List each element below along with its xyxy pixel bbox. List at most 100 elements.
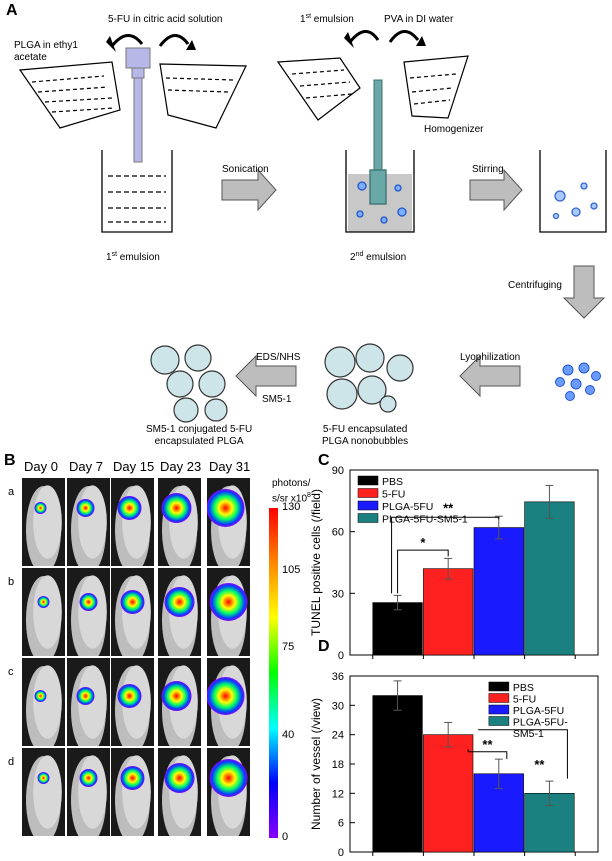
y-axis-label: Number of vessel (/view) <box>309 698 323 830</box>
colorbar <box>269 508 278 838</box>
row-label: c <box>8 666 14 678</box>
legend-label: SM5-1 <box>513 728 544 740</box>
y-tick-label: 6 <box>338 818 344 830</box>
tumor-signal <box>161 493 192 523</box>
colorbar-tick-label: 75 <box>282 640 295 653</box>
mouse-image <box>207 568 250 656</box>
tumor-signal <box>164 763 195 793</box>
homogenizer-label: Homogenizer <box>424 124 484 135</box>
pva-label: PVA in DI water <box>384 14 454 25</box>
eds-label: EDS/NHS <box>256 352 301 363</box>
y-tick-label: 90 <box>332 465 344 477</box>
day-label: Day 0 <box>24 459 58 474</box>
mouse-image <box>67 748 110 836</box>
y-tick-label: 30 <box>332 588 344 600</box>
panel-b-letter: B <box>4 452 16 469</box>
tumor-signal <box>79 593 98 611</box>
y-tick-label: 36 <box>332 671 344 683</box>
bar <box>372 695 423 853</box>
second-emulsion-beaker <box>345 150 415 233</box>
mouse-image <box>207 478 250 566</box>
legend-label: PLGA-5FU <box>382 501 433 513</box>
y-tick-label: 18 <box>332 759 344 771</box>
bar <box>372 602 423 656</box>
bar <box>423 734 474 853</box>
mouse-image <box>207 658 250 746</box>
tumor-signal <box>207 489 245 527</box>
y-tick-label: 0 <box>338 650 344 662</box>
colorbar-tick-label: 40 <box>282 729 295 742</box>
significance-mark: ** <box>534 757 545 772</box>
tumor-signal <box>207 677 245 715</box>
tumor-signal <box>164 587 195 617</box>
mouse-image <box>158 748 201 836</box>
sonication-arrow-icon <box>221 168 277 212</box>
day-label: Day 31 <box>209 459 251 474</box>
svg-text:2nd emulsion: 2nd emulsion <box>350 251 406 263</box>
legend-swatch <box>357 475 379 486</box>
y-axis-label: TUNEL positive cells (/field) <box>309 489 323 636</box>
y-tick-label: 24 <box>332 730 344 742</box>
mouse-image <box>22 748 65 836</box>
mouse-image <box>22 658 65 746</box>
mouse-image <box>67 658 110 746</box>
panel-c-letter: C <box>318 452 330 469</box>
panel-d-letter: D <box>318 638 330 655</box>
plga-beaker <box>18 61 121 129</box>
tumor-signal <box>37 596 50 608</box>
svg-text:1st emulsion: 1st emulsion <box>300 13 354 25</box>
panel-a-schematic: 1st emulsion 2nd emulsion 1st emulsion <box>18 13 607 423</box>
mouse-image <box>22 478 65 566</box>
mouse-image <box>67 568 110 656</box>
mouse-image <box>207 748 250 836</box>
mouse-image <box>111 658 154 746</box>
colorbar-tick-label: 105 <box>282 564 301 577</box>
y-tick-label: 60 <box>332 527 344 539</box>
legend-swatch <box>357 500 379 511</box>
tumor-signal <box>34 690 47 702</box>
sonication-label: Sonication <box>222 164 269 175</box>
legend-label: 5-FU <box>382 489 405 501</box>
bar <box>524 501 575 656</box>
y-tick-label: 30 <box>332 700 344 712</box>
row-label: d <box>8 756 15 768</box>
mouse-image <box>158 478 201 566</box>
day-label: Day 7 <box>69 459 103 474</box>
panel-a-letter: A <box>6 2 18 19</box>
legend-swatch <box>488 693 510 703</box>
legend-label: PBS <box>382 476 403 488</box>
fu-label: 5-FU in citric acid solution <box>108 14 223 25</box>
curved-arrow-icon <box>110 34 144 47</box>
sm5-label: SM5-1 <box>262 394 292 405</box>
colorbar-tick-label: 130 <box>282 501 301 513</box>
tumor-signal <box>37 772 50 784</box>
tumor-signal <box>79 769 98 787</box>
day-label: Day 15 <box>113 459 155 474</box>
significance-bracket <box>467 749 508 760</box>
legend-swatch <box>357 488 379 498</box>
mouse-image <box>111 748 154 836</box>
tumor-signal <box>117 684 142 708</box>
significance-bracket <box>391 516 500 594</box>
legend-label: PLGA-5FU-SM5-1 <box>382 514 468 526</box>
legend-swatch <box>488 681 510 692</box>
significance-mark: ** <box>482 737 493 752</box>
legend-label: PBS <box>513 682 534 694</box>
b1-num: 1 <box>106 252 112 263</box>
mouse-image <box>158 568 201 656</box>
legend-label: PLGA-5FU <box>513 705 564 717</box>
fu-beaker <box>159 63 247 129</box>
legend-swatch <box>488 704 510 715</box>
legend-label: PLGA-5FU- <box>513 717 568 729</box>
mouse-image <box>111 478 154 566</box>
tumor-signal <box>209 759 248 797</box>
tumor-signal <box>117 496 142 520</box>
bar <box>473 527 524 656</box>
tumor-signal <box>161 681 192 711</box>
row-label: b <box>8 576 15 588</box>
significance-bracket <box>397 549 449 594</box>
